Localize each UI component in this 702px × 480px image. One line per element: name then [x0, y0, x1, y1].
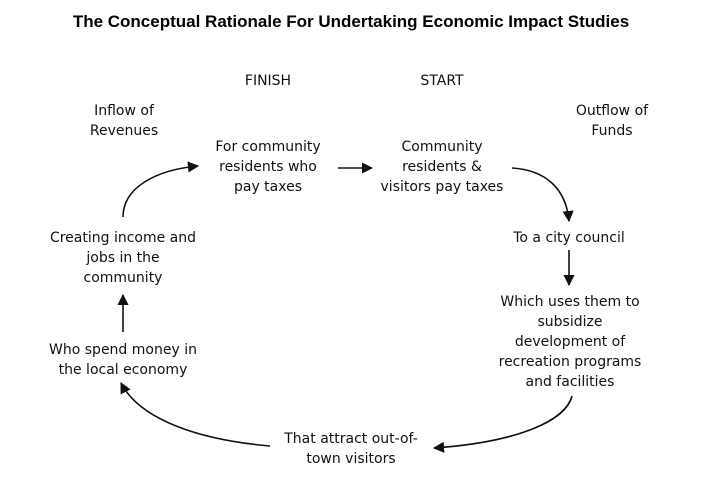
step-residents-pay-line-2: residents & [402, 159, 482, 175]
step-income-line-2: jobs in the [86, 250, 160, 266]
step-spend: Who spend money in the local economy [38, 340, 208, 380]
step-income-line-3: community [83, 270, 163, 286]
step-residents-pay-line-3: visitors pay taxes [380, 179, 504, 195]
finish-label: FINISH [244, 73, 292, 89]
step-residents-pay-line-1: Community [401, 139, 483, 155]
step-subsidize-line-4: recreation programs [498, 354, 642, 370]
step-attract-line-1: That attract out-of- [284, 431, 418, 447]
step-attract: That attract out-of- town visitors [268, 429, 434, 469]
step-residents-pay: Community residents & visitors pay taxes [372, 137, 512, 197]
step-spend-line-2: the local economy [58, 362, 188, 378]
step-spend-line-1: Who spend money in [49, 342, 197, 358]
step-subsidize-line-3: development of [514, 334, 626, 350]
step-taxpayers: For community residents who pay taxes [196, 137, 340, 197]
step-subsidize: Which uses them to subsidize development… [482, 292, 658, 392]
step-subsidize-line-1: Which uses them to [500, 294, 640, 310]
diagram-title: The Conceptual Rationale For Undertaking… [72, 12, 630, 31]
outflow-line-2: Funds [591, 123, 633, 139]
outflow-label: Outflow of Funds [560, 101, 664, 141]
outflow-line-1: Outflow of [575, 103, 649, 119]
step-income: Creating income and jobs in the communit… [38, 228, 208, 288]
step-city-council: To a city council [494, 228, 644, 248]
inflow-line-1: Inflow of [94, 103, 154, 119]
step-taxpayers-line-1: For community [215, 139, 321, 155]
step-taxpayers-line-3: pay taxes [233, 179, 303, 195]
step-income-line-1: Creating income and [49, 230, 197, 246]
arrow-attract-to-spend [120, 382, 271, 447]
step-subsidize-line-2: subsidize [537, 314, 603, 330]
arrow-subsidize-to-attract [432, 395, 573, 453]
step-city-council-line-1: To a city council [513, 230, 625, 246]
start-label: START [420, 73, 464, 89]
step-subsidize-line-5: and facilities [525, 374, 615, 390]
step-attract-line-2: town visitors [306, 451, 396, 467]
arrow-residents-to-council [511, 167, 574, 223]
step-taxpayers-line-2: residents who [219, 159, 317, 175]
inflow-label: Inflow of Revenues [72, 101, 176, 141]
inflow-line-2: Revenues [89, 123, 159, 139]
arrow-income-to-taxpayers [122, 161, 200, 218]
